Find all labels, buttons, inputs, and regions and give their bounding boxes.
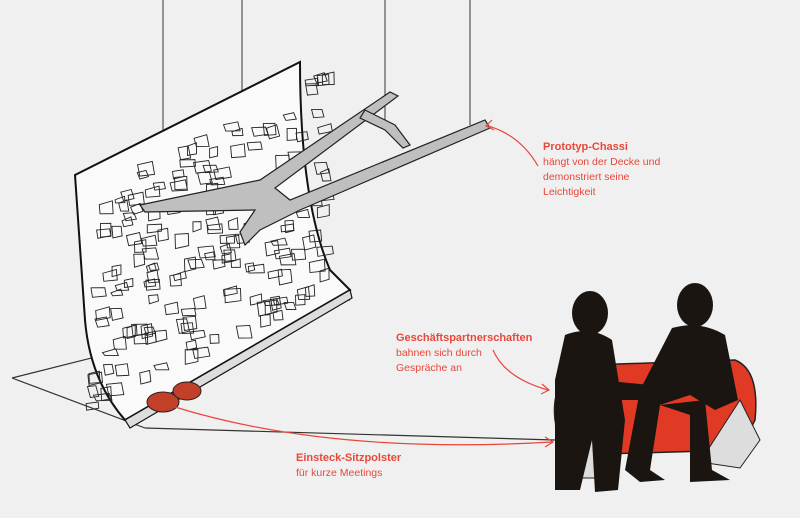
person-right-silhouette xyxy=(625,283,738,482)
annotation-prototype-chassis: Prototyp-Chassi hängt von der Decke und … xyxy=(543,140,660,200)
seat-cushions xyxy=(146,381,202,413)
annotation-title: Prototyp-Chassi xyxy=(543,141,628,153)
annotation-arrows xyxy=(174,119,555,448)
annotation-line: für kurze Meetings xyxy=(296,467,383,479)
bench-with-people xyxy=(553,283,761,492)
annotation-line: demonstriert seine xyxy=(543,171,630,183)
annotation-line: hängt von der Decke und xyxy=(543,156,661,168)
annotation-business-partnerships: Geschäftspartnerschaften bahnen sich dur… xyxy=(396,331,532,376)
annotation-title: Geschäftspartnerschaften xyxy=(396,332,533,344)
annotation-title: Einsteck-Sitzpolster xyxy=(296,452,402,464)
person-left-silhouette xyxy=(555,291,650,492)
annotation-seat-cushions: Einsteck-Sitzpolster für kurze Meetings xyxy=(296,451,401,481)
annotation-line: Leichtigkeit xyxy=(543,186,596,198)
annotation-line: Gespräche an xyxy=(396,362,462,374)
annotation-line: bahnen sich durch xyxy=(396,347,482,359)
